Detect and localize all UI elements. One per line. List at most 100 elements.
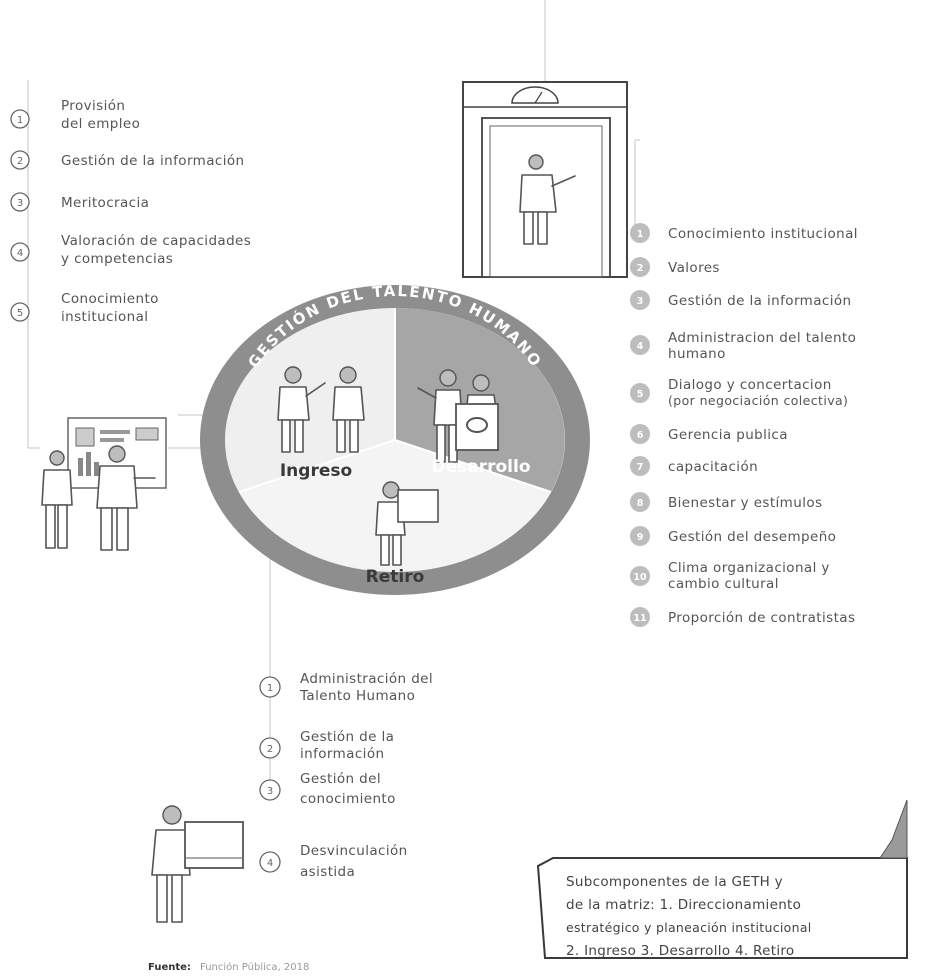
retiro-figure: [375, 481, 439, 566]
svg-text:4: 4: [17, 248, 23, 259]
segment-label-ingreso: Ingreso: [280, 461, 352, 481]
list-item: 6 Gerencia publica: [630, 424, 788, 444]
number-badge: [630, 257, 650, 277]
list-item: 1 Provisión del empleo: [10, 98, 140, 132]
number-badge: [630, 335, 650, 355]
desarrollo-subcomponent-list: 1 Conocimiento institucional 2 Valores 3…: [630, 223, 858, 627]
svg-text:conocimiento: conocimiento: [300, 791, 396, 807]
ingreso-figures: [277, 366, 365, 453]
number-badge: [259, 676, 281, 698]
svg-text:humano: humano: [668, 346, 726, 362]
number-badge: [259, 851, 281, 873]
number-badge: [10, 150, 30, 170]
list-item: 8 Bienestar y estímulos: [630, 492, 822, 512]
svg-text:10: 10: [633, 572, 647, 583]
svg-text:Proporción de contratistas: Proporción de contratistas: [668, 610, 855, 626]
svg-text:capacitación: capacitación: [668, 459, 758, 475]
svg-text:Bienestar y estímulos: Bienestar y estímulos: [668, 495, 822, 511]
svg-text:Meritocracia: Meritocracia: [61, 195, 149, 211]
number-badge: [10, 192, 30, 212]
list-item: 1 Conocimiento institucional: [630, 223, 858, 243]
svg-text:Gestión de la información: Gestión de la información: [668, 293, 851, 309]
svg-text:1: 1: [17, 115, 23, 126]
svg-text:Desvinculación: Desvinculación: [300, 843, 408, 859]
desarrollo-figures: [417, 369, 499, 463]
svg-text:Dialogo y concertacion: Dialogo y concertacion: [668, 377, 832, 393]
segment-label-desarrollo: Desarrollo: [431, 457, 530, 477]
list-item: 4 Desvinculación asistida: [259, 843, 408, 880]
svg-text:de la matriz: 1. Direccionamie: de la matriz: 1. Direccionamiento: [566, 897, 801, 913]
svg-text:Valores: Valores: [668, 260, 720, 276]
talent-management-wheel: GESTIÓN DEL TALENTO HUMANO: [200, 282, 590, 595]
svg-text:1: 1: [267, 683, 273, 694]
svg-text:11: 11: [633, 613, 646, 624]
note-box: [536, 857, 908, 959]
source-label: Fuente:: [148, 962, 191, 973]
number-badge: [630, 566, 650, 586]
svg-text:8: 8: [637, 498, 644, 509]
svg-text:5: 5: [637, 389, 644, 400]
number-badge: [10, 302, 30, 322]
svg-text:4: 4: [637, 341, 644, 352]
svg-text:del empleo: del empleo: [61, 116, 140, 132]
number-badge: [630, 492, 650, 512]
list-item: 2 Gestión de la información: [259, 729, 394, 762]
number-badge: [630, 290, 650, 310]
list-item: 10 Clima organizacional y cambio cultura…: [630, 560, 830, 592]
ingreso-subcomponent-list: 1 Provisión del empleo 2 Gestión de la i…: [10, 98, 251, 325]
number-badge: [630, 607, 650, 627]
svg-text:Talento Humano: Talento Humano: [299, 688, 415, 704]
number-badge: [630, 526, 650, 546]
source-text: Función Pública, 2018: [200, 961, 309, 973]
list-item: 5 Dialogo y concertacion (por negociació…: [630, 377, 848, 408]
svg-text:2: 2: [267, 744, 273, 755]
svg-text:Gestión del desempeño: Gestión del desempeño: [668, 529, 836, 545]
list-item: 1 Administración del Talento Humano: [259, 671, 433, 704]
svg-text:6: 6: [637, 430, 644, 441]
number-badge: [259, 779, 281, 801]
list-item: 7 capacitación: [630, 456, 758, 476]
svg-text:Provisión: Provisión: [61, 98, 125, 114]
list-item: 5 Conocimiento institucional: [10, 291, 158, 325]
number-badge: [630, 383, 650, 403]
svg-text:estratégico y planeación insti: estratégico y planeación institucional: [566, 920, 812, 935]
svg-text:y competencias: y competencias: [61, 251, 173, 267]
svg-text:Gestión de la información: Gestión de la información: [61, 153, 244, 169]
svg-text:5: 5: [17, 308, 23, 319]
list-item: 3 Gestión del conocimiento: [259, 771, 396, 807]
retiro-box-illustration: [151, 805, 244, 923]
retiro-subcomponent-list: 1 Administración del Talento Humano 2 Ge…: [259, 671, 433, 880]
list-item: 2 Gestión de la información: [10, 150, 244, 170]
svg-text:Administracion del talento: Administracion del talento: [668, 330, 856, 346]
svg-text:3: 3: [637, 296, 644, 307]
svg-text:información: información: [300, 746, 384, 762]
list-item: 3 Meritocracia: [10, 192, 149, 212]
source-caption: Fuente: Función Pública, 2018: [148, 955, 309, 974]
number-badge: [259, 737, 281, 759]
svg-text:asistida: asistida: [300, 864, 355, 880]
svg-text:Gestión de la: Gestión de la: [300, 729, 394, 745]
svg-text:Gestión del: Gestión del: [300, 771, 381, 787]
list-item: 11 Proporción de contratistas: [630, 607, 855, 627]
svg-text:9: 9: [637, 532, 644, 543]
svg-text:2: 2: [17, 156, 23, 167]
list-item: 4 Administracion del talento humano: [630, 330, 856, 362]
team-board-illustration: [41, 417, 167, 551]
svg-text:7: 7: [637, 462, 644, 473]
number-badge: [630, 456, 650, 476]
svg-text:cambio cultural: cambio cultural: [668, 576, 779, 592]
svg-text:1: 1: [637, 229, 644, 240]
svg-text:3: 3: [17, 198, 23, 209]
svg-text:2: 2: [637, 263, 644, 274]
svg-text:Gerencia publica: Gerencia publica: [668, 427, 788, 443]
svg-text:Administración del: Administración del: [300, 671, 433, 687]
svg-text:4: 4: [267, 858, 273, 869]
svg-text:Fuente: Función Pública,: Fuente: Función Pública, 2018: [148, 955, 309, 974]
list-item: 3 Gestión de la información: [630, 290, 851, 310]
svg-text:Clima organizacional y: Clima organizacional y: [668, 560, 830, 576]
number-badge: [630, 223, 650, 243]
number-badge: [10, 109, 30, 129]
subcomponents-note: Subcomponentes de la GETH y de la matriz…: [536, 799, 908, 959]
list-item: 4 Valoración de capacidades y competenci…: [10, 233, 251, 267]
